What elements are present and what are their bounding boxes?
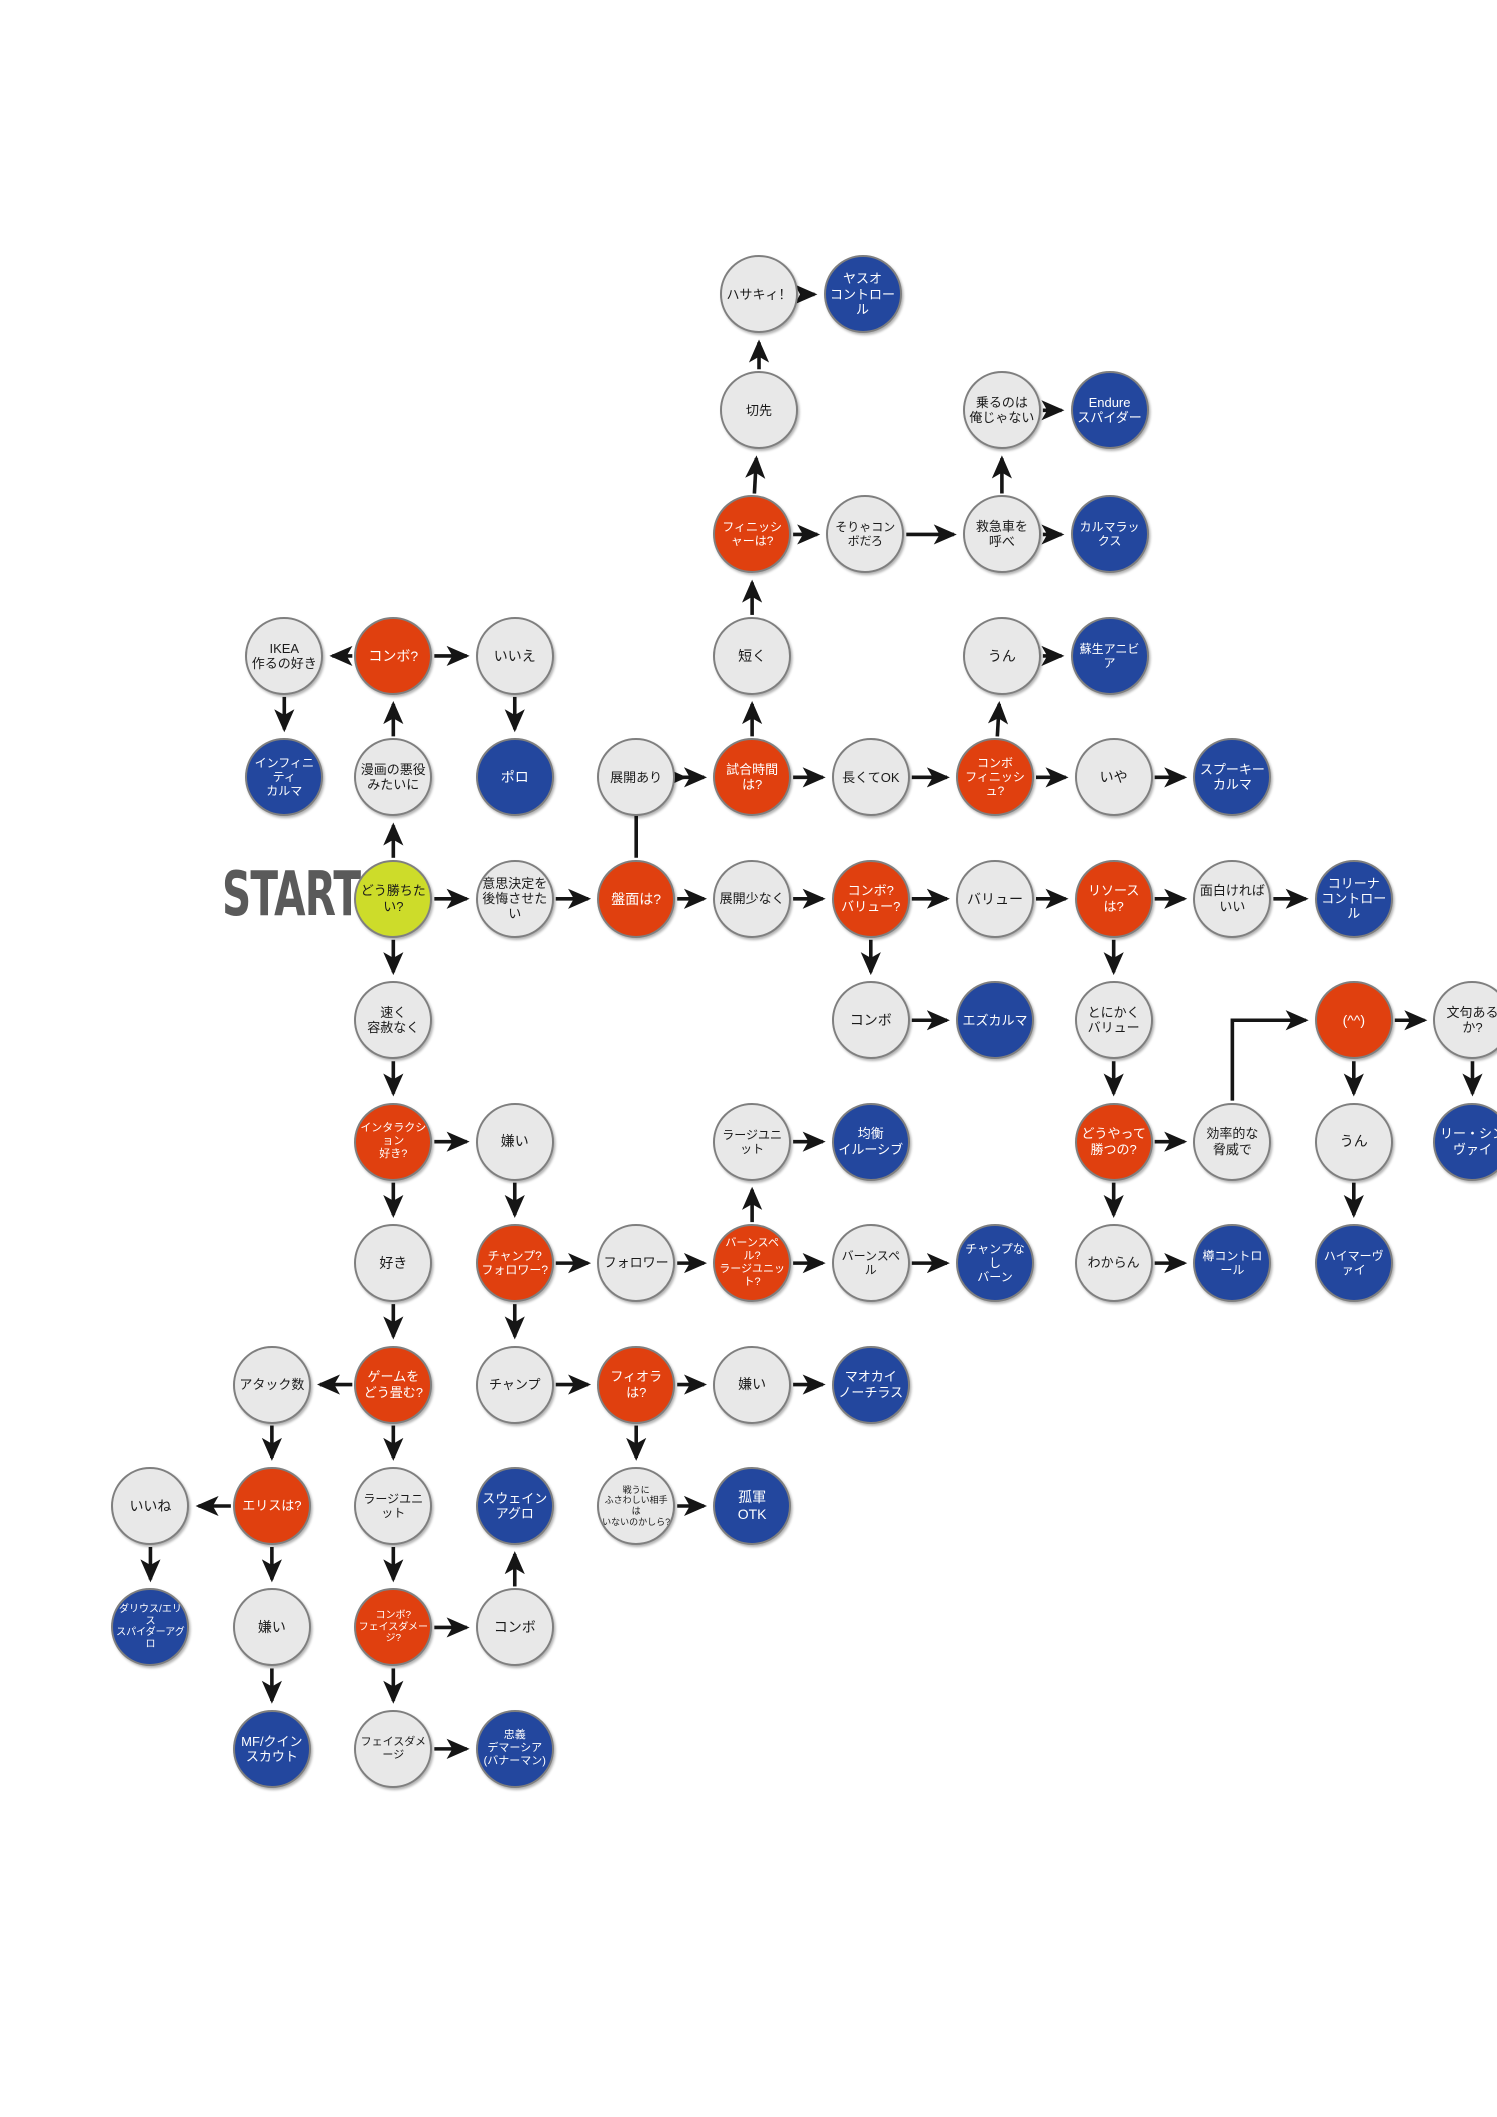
node-kirai3[interactable]: 嫌い bbox=[232, 1588, 311, 1667]
node-hayaku_yousha[interactable]: 速く 容赦なく bbox=[354, 981, 433, 1060]
node-kogun_otk[interactable]: 孤軍 OTK bbox=[713, 1467, 792, 1545]
node-elise_q[interactable]: エリスは? bbox=[232, 1467, 311, 1545]
node-omoshirokereba[interactable]: 面白ければ いい bbox=[1193, 859, 1272, 938]
node-large_unit1[interactable]: ラージユニット bbox=[713, 1102, 792, 1181]
node-dou_kachitai[interactable]: どう勝ちたい? bbox=[354, 859, 433, 938]
node-combo_face_q[interactable]: コンボ? フェイスダメージ? bbox=[354, 1588, 433, 1667]
node-ikea[interactable]: IKEA 作るの好き bbox=[245, 616, 324, 695]
node-sosei_anivia[interactable]: 蘇生アニビア bbox=[1070, 616, 1149, 695]
node-mijikaku[interactable]: 短く bbox=[713, 616, 792, 695]
node-swain_aggro[interactable]: スウェイン アグロ bbox=[475, 1467, 554, 1545]
node-himer_vi[interactable]: ハイマーヴァイ bbox=[1314, 1224, 1393, 1303]
node-value[interactable]: バリュー bbox=[956, 859, 1034, 938]
node-resource_q[interactable]: リソースは? bbox=[1074, 859, 1153, 938]
node-un2[interactable]: うん bbox=[1314, 1102, 1393, 1181]
node-follower[interactable]: フォロワー bbox=[597, 1224, 676, 1303]
node-champ_fol_q[interactable]: チャンプ? フォロワー? bbox=[475, 1224, 554, 1303]
node-douyatte_katsu[interactable]: どうやって 勝つの? bbox=[1074, 1102, 1153, 1181]
node-burn_large_q[interactable]: バーンスペル? ラージユニット? bbox=[713, 1224, 792, 1303]
node-combo_finish_q[interactable]: コンボ フィニッシュ? bbox=[956, 738, 1034, 817]
node-yasuo[interactable]: ヤスオ コントロール bbox=[823, 255, 902, 334]
node-game_tatamu_q[interactable]: ゲームを どう畳む? bbox=[354, 1345, 433, 1424]
node-corina_control[interactable]: コリーナ コントロール bbox=[1314, 859, 1393, 938]
node-combo_value_q[interactable]: コンボ? バリュー? bbox=[831, 859, 910, 938]
node-mf_quinn[interactable]: MF/クイン スカウト bbox=[232, 1709, 311, 1788]
node-ez_karma[interactable]: エズカルマ bbox=[956, 981, 1034, 1060]
node-wakaran[interactable]: わからん bbox=[1074, 1224, 1153, 1303]
node-combo_small2[interactable]: コンボ bbox=[475, 1588, 554, 1667]
node-manga_akuyaku[interactable]: 漫画の悪役 みたいに bbox=[354, 738, 433, 817]
node-chuugi_demacia[interactable]: 忠義 デマーシア (バナーマン) bbox=[475, 1709, 554, 1788]
node-nagakute_ok[interactable]: 長くてOK bbox=[831, 738, 910, 817]
node-kirai2[interactable]: 嫌い bbox=[713, 1345, 792, 1424]
node-leesin_vi[interactable]: リー・シン ヴァイ bbox=[1433, 1102, 1497, 1181]
node-hahaha_q[interactable]: (^^) bbox=[1314, 981, 1393, 1060]
node-kinkou_elusive[interactable]: 均衡 イルーシブ bbox=[831, 1102, 910, 1181]
node-kissaki[interactable]: 切先 bbox=[720, 371, 799, 450]
node-maokai_naut[interactable]: マオカイ ノーチラス bbox=[831, 1345, 910, 1424]
node-taru_control[interactable]: 樽コントロール bbox=[1193, 1224, 1272, 1303]
node-infinity_karma[interactable]: インフィニティ カルマ bbox=[245, 738, 324, 817]
node-burn_spell[interactable]: バーンスペル bbox=[831, 1224, 910, 1303]
node-champ_nashi[interactable]: チャンプなし バーン bbox=[956, 1224, 1034, 1303]
node-attack_suu[interactable]: アタック数 bbox=[232, 1345, 311, 1424]
node-tenkai_sukunaku[interactable]: 展開少なく bbox=[713, 859, 792, 938]
edge-combo_finish_q-to-un1 bbox=[987, 700, 1009, 737]
node-un1[interactable]: うん bbox=[962, 616, 1041, 695]
node-tatakau_ni[interactable]: 戦うに ふさわしい相手は いないのかしら? bbox=[597, 1467, 676, 1545]
edge-finisher_q-to-kissaki bbox=[745, 455, 766, 494]
node-kouritsuteki[interactable]: 効率的な 脅威で bbox=[1193, 1102, 1272, 1181]
node-soryacombo[interactable]: そりゃコンボだろ bbox=[826, 495, 905, 574]
start-label: START bbox=[222, 859, 361, 931]
node-suki[interactable]: 好き bbox=[354, 1224, 433, 1303]
node-finisher_q[interactable]: フィニッシャーは? bbox=[713, 495, 792, 574]
node-kirai1[interactable]: 嫌い bbox=[475, 1102, 554, 1181]
node-tenkai_ari[interactable]: 展開あり bbox=[597, 738, 676, 817]
node-fiora_q[interactable]: フィオラは? bbox=[597, 1345, 676, 1424]
node-monku_aruka[interactable]: 文句あるか? bbox=[1433, 981, 1497, 1060]
node-ishikettei[interactable]: 意思決定を 後悔させたい bbox=[475, 859, 554, 938]
node-spooky_karma[interactable]: スプーキー カルマ bbox=[1193, 738, 1272, 817]
node-polo[interactable]: ポロ bbox=[475, 738, 554, 817]
node-combo_small[interactable]: コンボ bbox=[831, 981, 910, 1060]
node-iie[interactable]: いいえ bbox=[475, 616, 554, 695]
node-champ[interactable]: チャンプ bbox=[475, 1345, 554, 1424]
node-jiaijikan_q[interactable]: 試合時間は? bbox=[713, 738, 792, 817]
node-karma_lux[interactable]: カルマラックス bbox=[1070, 495, 1149, 574]
node-large_unit2[interactable]: ラージユニット bbox=[354, 1467, 433, 1545]
node-iine[interactable]: いいね bbox=[111, 1467, 190, 1545]
node-tonikaku_value[interactable]: とにかく バリュー bbox=[1074, 981, 1153, 1060]
node-iya[interactable]: いや bbox=[1074, 738, 1153, 817]
node-hasakii[interactable]: ハサキィ！ bbox=[720, 255, 799, 334]
node-endure_spider[interactable]: Endure スパイダー bbox=[1070, 371, 1149, 450]
node-combo_q1[interactable]: コンボ? bbox=[354, 616, 433, 695]
node-darius_elise[interactable]: ダリウス/エリス スパイダーアグロ bbox=[111, 1588, 190, 1667]
node-banmen_q[interactable]: 盤面は? bbox=[597, 859, 676, 938]
node-norunoha[interactable]: 乗るのは 俺じゃない bbox=[962, 371, 1041, 450]
node-face_damage[interactable]: フェイスダメージ bbox=[354, 1709, 433, 1788]
node-interaction_q[interactable]: インタラクション 好き? bbox=[354, 1102, 433, 1181]
node-kyuukyuusha[interactable]: 救急車を 呼べ bbox=[962, 495, 1041, 574]
edge-kouritsuteki-to-hahaha_q bbox=[1230, 1010, 1309, 1101]
